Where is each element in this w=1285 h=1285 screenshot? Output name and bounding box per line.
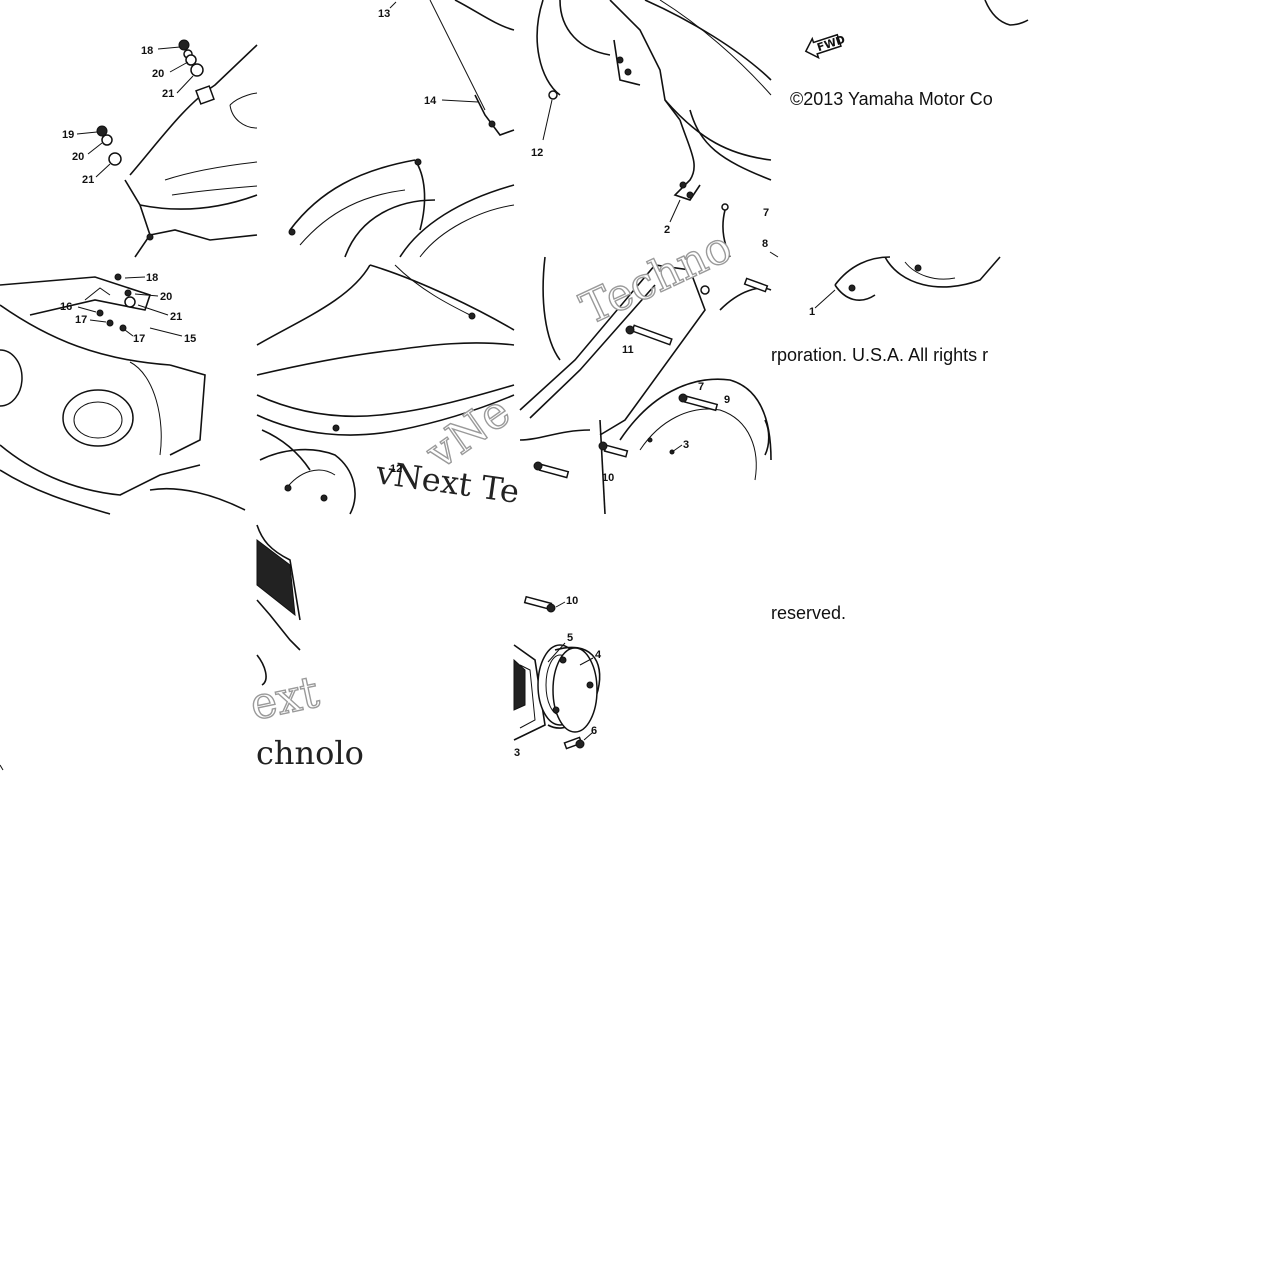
part-label-20: 20 (152, 68, 164, 80)
watermark-text: Techno (573, 221, 739, 335)
watermark-text: ext (246, 667, 324, 731)
part-label-12: 12 (390, 463, 402, 475)
copyright-line-1: ©2013 Yamaha Motor Co (790, 89, 993, 109)
part-label-3: 3 (514, 747, 520, 759)
tile-upper-right-center: 12 2 (531, 0, 772, 258)
part-label-2: 2 (664, 224, 670, 236)
fwd-label: FWD (815, 33, 846, 54)
part-label-10: 10 (566, 595, 578, 607)
tile-upper-center: 13 14 (288, 0, 515, 258)
part-label-6: 6 (591, 725, 597, 737)
part-label-8: 8 (762, 238, 768, 250)
part-label-18: 18 (141, 45, 153, 57)
washer-20b-icon (101, 134, 113, 146)
fwd-arrow-icon: FWD (804, 33, 847, 60)
part-label-20: 20 (160, 291, 172, 303)
tile-lower-left (0, 764, 4, 771)
part-label-7: 7 (763, 207, 769, 219)
washer-21b-icon (108, 152, 122, 166)
part-label-20: 20 (72, 151, 84, 163)
part-label-18: 18 (146, 272, 158, 284)
tile-lower-center: ext chnolo (245, 524, 364, 772)
tile-lower-right-center: 10 5 4 6 3 (513, 595, 602, 759)
part-label-21: 21 (162, 88, 174, 100)
part-label-4: 4 (595, 649, 602, 661)
tile-upper-right: FWD ©2013 Yamaha Motor Co 7 8 (762, 0, 1029, 258)
copyright-line-3: reserved. (771, 603, 846, 623)
part-label-12: 12 (531, 147, 543, 159)
tile-middle-right: 1 rporation. U.S.A. All rights r (771, 256, 1001, 365)
watermark-text-dark: chnolo (256, 734, 364, 772)
part-label-7: 7 (698, 381, 704, 393)
part-label-11: 11 (622, 344, 634, 356)
part-label-10: 10 (602, 472, 614, 484)
washer-20-icon (185, 54, 197, 66)
tile-upper-left: 18 20 21 19 20 21 (62, 39, 258, 258)
tile-middle-left: 18 20 21 16 17 17 15 (0, 272, 246, 515)
tile-lower-right: reserved. (771, 603, 846, 623)
washer-21-icon (190, 63, 204, 77)
part-label-3: 3 (683, 439, 689, 451)
tile-middle-center: vNext Te vNe 12 (256, 264, 522, 515)
part-label-17: 17 (133, 333, 145, 345)
part-label-14: 14 (424, 95, 437, 107)
part-label-21: 21 (82, 174, 94, 186)
tile-middle-right-center: 11 9 7 3 10 Techno (519, 221, 772, 515)
part-label-13: 13 (378, 8, 390, 20)
part-label-5: 5 (567, 632, 573, 644)
part-label-1: 1 (809, 306, 815, 318)
copyright-line-2: rporation. U.S.A. All rights r (771, 345, 988, 365)
part-label-21: 21 (170, 311, 182, 323)
bolt-19-icon (96, 125, 108, 137)
part-label-15: 15 (184, 333, 196, 345)
part-label-17: 17 (75, 314, 87, 326)
part-label-9: 9 (724, 394, 730, 406)
part-label-16: 16 (60, 301, 72, 313)
part-label-19: 19 (62, 129, 74, 141)
